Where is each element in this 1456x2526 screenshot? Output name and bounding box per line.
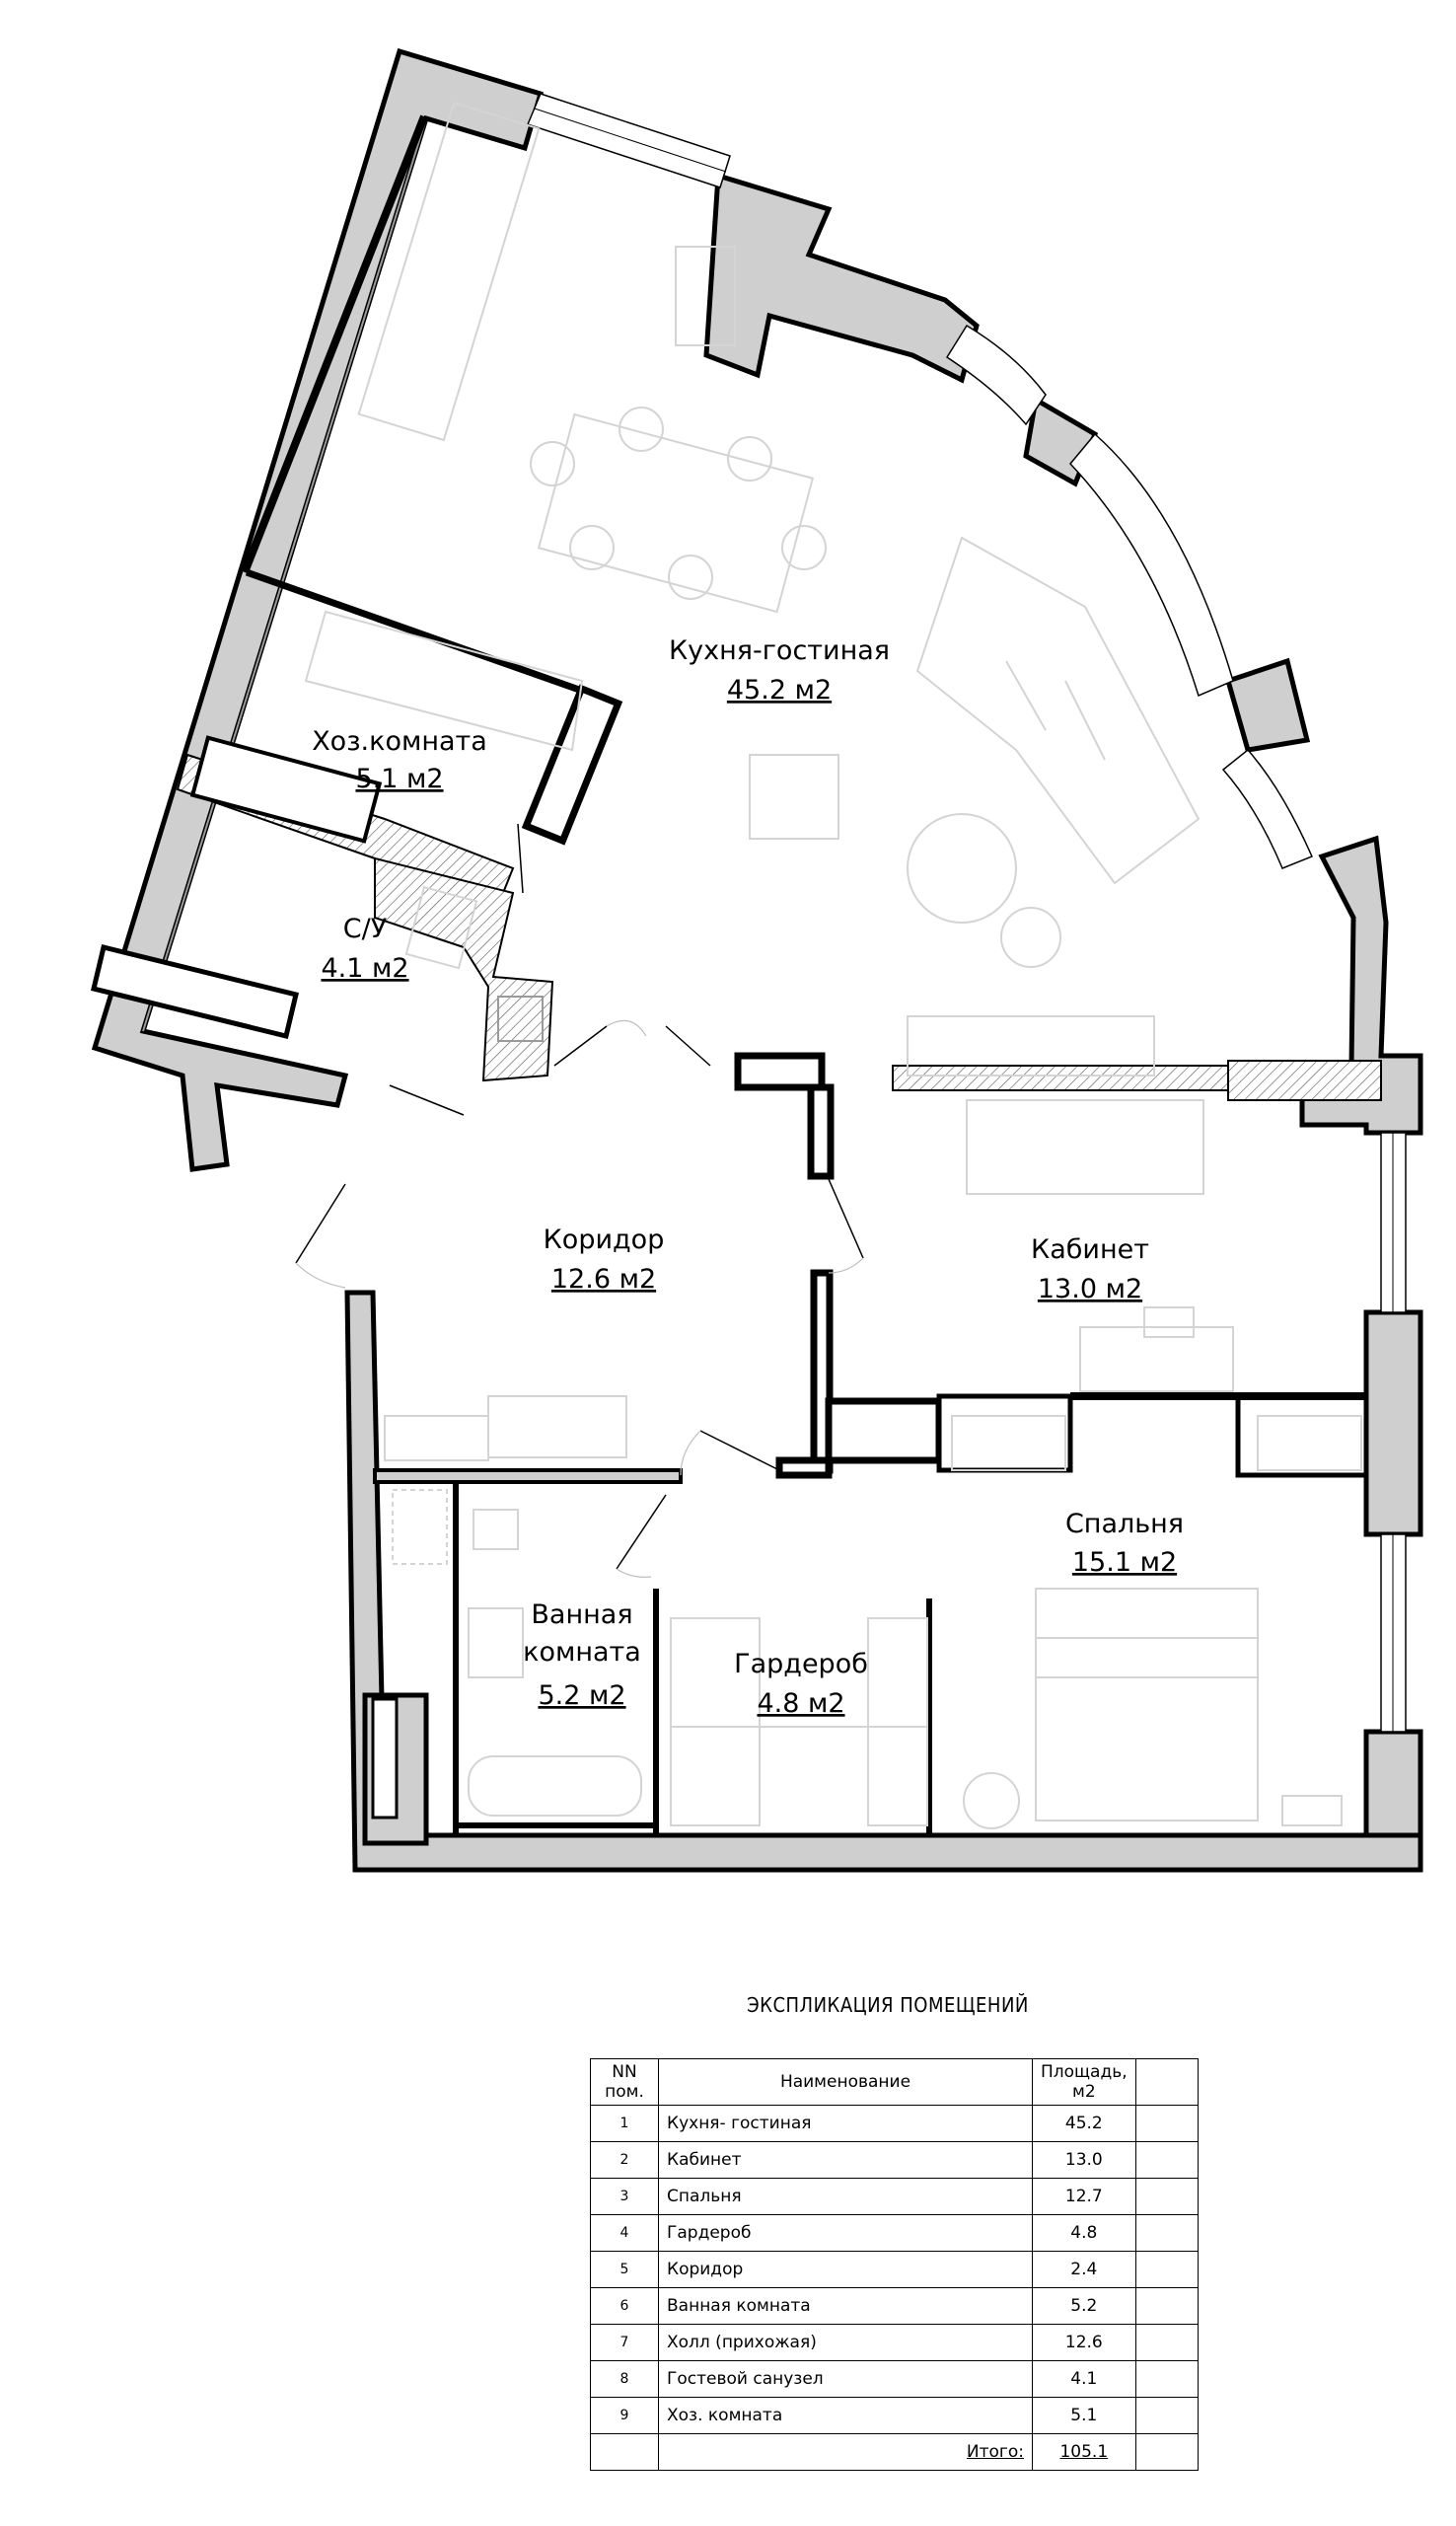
row-extra bbox=[1134, 2287, 1199, 2325]
room-area-kitchen: 45.2 м2 bbox=[727, 675, 832, 706]
row-extra bbox=[1134, 2251, 1199, 2288]
row-name: Ванная комната bbox=[658, 2287, 1033, 2325]
room-name-study: Кабинет bbox=[1031, 1234, 1149, 1265]
row-extra bbox=[1134, 2178, 1199, 2215]
row-extra bbox=[1134, 2141, 1199, 2179]
room-name-bathroom-line1: Ванная bbox=[531, 1599, 632, 1630]
row-area: 12.6 bbox=[1032, 2324, 1136, 2361]
row-extra bbox=[1134, 2324, 1199, 2361]
row-area: 2.4 bbox=[1032, 2251, 1136, 2288]
exterior-walls bbox=[90, 47, 1423, 1873]
room-area-wc: 4.1 м2 bbox=[321, 953, 408, 984]
header-name: Наименование bbox=[658, 2058, 1033, 2106]
row-name: Гостевой санузел bbox=[658, 2360, 1033, 2398]
row-num: 3 bbox=[590, 2178, 659, 2215]
total-value: 105.1 bbox=[1032, 2433, 1136, 2471]
header-area: Площадь, м2 bbox=[1032, 2058, 1136, 2106]
room-area-study: 13.0 м2 bbox=[1038, 1274, 1142, 1304]
room-area-bedroom: 15.1 м2 bbox=[1072, 1547, 1177, 1578]
row-num: 4 bbox=[590, 2214, 659, 2252]
explication-title: ЭКСПЛИКАЦИЯ ПОМЕЩЕНИЙ bbox=[747, 1993, 1029, 2017]
row-name: Кабинет bbox=[658, 2141, 1033, 2179]
row-area: 12.7 bbox=[1032, 2178, 1136, 2215]
room-area-utility: 5.1 м2 bbox=[355, 764, 443, 794]
row-extra bbox=[1134, 2397, 1199, 2434]
room-name-kitchen: Кухня-гостиная bbox=[669, 635, 890, 666]
row-num: 8 bbox=[590, 2360, 659, 2398]
room-labels: Кухня-гостиная 45.2 м2 Хоз.комната 5.1 м… bbox=[312, 635, 1184, 1719]
row-area: 5.1 bbox=[1032, 2397, 1136, 2434]
row-extra bbox=[1134, 2105, 1199, 2142]
windows bbox=[526, 93, 1407, 1733]
row-num: 6 bbox=[590, 2287, 659, 2325]
room-area-bathroom: 5.2 м2 bbox=[538, 1680, 625, 1711]
header-area-line1: Площадь, bbox=[1041, 2062, 1128, 2082]
table-total-row: Итого: 105.1 bbox=[590, 2433, 1199, 2471]
furniture bbox=[189, 101, 1362, 1829]
row-name: Спальня bbox=[658, 2178, 1033, 2215]
doors bbox=[295, 823, 864, 1578]
row-num: 1 bbox=[590, 2105, 659, 2142]
room-name-corridor: Коридор bbox=[544, 1225, 665, 1255]
row-extra bbox=[1134, 2214, 1199, 2252]
explication-section: ЭКСПЛИКАЦИЯ ПОМЕЩЕНИЙ NN пом. Наименован… bbox=[0, 1993, 1456, 2526]
room-name-bedroom: Спальня bbox=[1065, 1509, 1184, 1539]
row-name: Кухня- гостиная bbox=[658, 2105, 1033, 2142]
header-extra bbox=[1134, 2058, 1199, 2106]
row-num: 2 bbox=[590, 2141, 659, 2179]
room-name-wc: С/У bbox=[343, 914, 387, 944]
table-header-row: NN пом. Наименование Площадь, м2 bbox=[590, 2058, 1199, 2106]
room-area-corridor: 12.6 м2 bbox=[551, 1264, 656, 1295]
row-num: 5 bbox=[590, 2251, 659, 2288]
room-name-utility: Хоз.комната bbox=[312, 726, 487, 757]
row-name: Холл (прихожая) bbox=[658, 2324, 1033, 2361]
row-num: 7 bbox=[590, 2324, 659, 2361]
row-area: 4.1 bbox=[1032, 2360, 1136, 2398]
row-name: Гардероб bbox=[658, 2214, 1033, 2252]
total-extra bbox=[1134, 2433, 1199, 2471]
header-num: NN пом. bbox=[590, 2058, 659, 2106]
room-area-wardrobe: 4.8 м2 bbox=[757, 1688, 844, 1719]
row-name: Хоз. комната bbox=[658, 2397, 1033, 2434]
total-label: Итого: bbox=[658, 2433, 1033, 2471]
row-extra bbox=[1134, 2360, 1199, 2398]
row-name: Коридор bbox=[658, 2251, 1033, 2288]
row-area: 4.8 bbox=[1032, 2214, 1136, 2252]
row-area: 13.0 bbox=[1032, 2141, 1136, 2179]
room-name-wardrobe: Гардероб bbox=[734, 1649, 868, 1679]
header-area-line2: м2 bbox=[1072, 2082, 1096, 2102]
total-num bbox=[590, 2433, 659, 2471]
floor-plan: Кухня-гостиная 45.2 м2 Хоз.комната 5.1 м… bbox=[90, 47, 1423, 1873]
row-num: 9 bbox=[590, 2397, 659, 2434]
row-area: 5.2 bbox=[1032, 2287, 1136, 2325]
row-area: 45.2 bbox=[1032, 2105, 1136, 2142]
room-name-bathroom-line2: комната bbox=[523, 1637, 641, 1668]
